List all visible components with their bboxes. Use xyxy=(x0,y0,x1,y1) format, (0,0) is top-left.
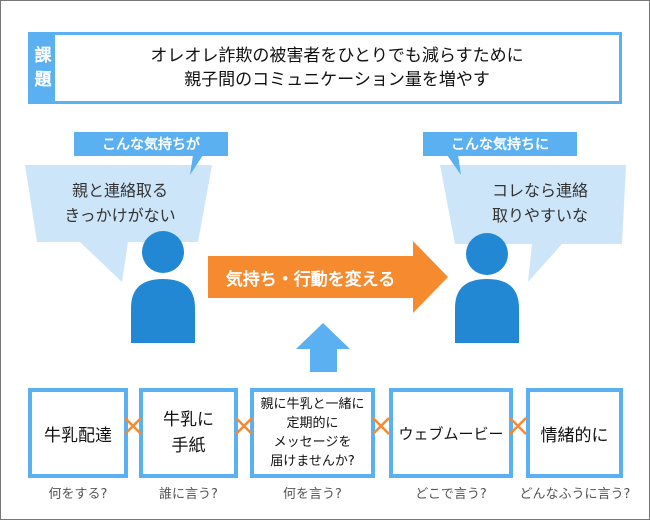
person-icon xyxy=(131,231,195,343)
right-tag-tail xyxy=(447,155,461,175)
multiply-icon xyxy=(124,417,142,435)
step-caption: どんなふうに言う? xyxy=(519,487,631,502)
step-text: 親に牛乳と一緒に 定期的に メッセージを 届けませんか? xyxy=(260,397,365,469)
step-box: 情緒的に xyxy=(526,388,623,478)
before-bubble-line2: きっかけがない xyxy=(64,206,176,225)
after-tag: こんな気持ちに xyxy=(423,132,577,156)
step-box: 牛乳に 手紙 xyxy=(139,388,238,478)
after-bubble-line1: コレなら連絡 xyxy=(491,181,588,200)
step-text: ウェブムービー xyxy=(398,424,504,443)
issue-label: 課 題 xyxy=(31,35,55,101)
before-bubble-text: 親と連絡取る きっかけがない xyxy=(40,178,200,228)
step-box: 牛乳配達 xyxy=(28,388,128,478)
step-box: 親に牛乳と一緒に 定期的に メッセージを 届けませんか? xyxy=(250,388,375,478)
multiply-icon xyxy=(509,417,527,435)
issue-label-char2: 題 xyxy=(34,70,52,90)
step-caption: 何を言う? xyxy=(283,487,342,502)
step-text: 情緒的に xyxy=(540,425,609,446)
multiply-icon xyxy=(372,417,390,435)
left-speech-bubble xyxy=(25,165,212,282)
issue-line2: 親子間のコミュニケーション量を増やす xyxy=(184,70,490,90)
step-text: 牛乳に 手紙 xyxy=(163,410,214,456)
issue-box: 課 題 オレオレ詐欺の被害者をひとりでも減らすために 親子間のコミュニケーション… xyxy=(28,32,622,104)
issue-text: オレオレ詐欺の被害者をひとりでも減らすために 親子間のコミュニケーション量を増や… xyxy=(55,35,619,101)
right-speech-bubble xyxy=(440,165,626,282)
before-bubble-line1: 親と連絡取る xyxy=(71,181,168,200)
transform-arrow xyxy=(208,241,448,313)
transform-arrow-label: 気持ち・行動を変える xyxy=(225,269,396,290)
before-tag: こんな気持ちが xyxy=(74,132,228,156)
multiply-icon xyxy=(235,417,253,435)
step-box: ウェブムービー xyxy=(389,388,513,478)
step-caption: 誰に言う? xyxy=(159,487,218,502)
step-caption: 何をする? xyxy=(48,487,108,502)
issue-line1: オレオレ詐欺の被害者をひとりでも減らすために xyxy=(150,46,524,66)
step-text: 牛乳配達 xyxy=(44,425,112,446)
left-tag-tail xyxy=(190,155,203,175)
issue-label-char1: 課 xyxy=(34,46,52,66)
step-caption: どこで言う? xyxy=(415,487,487,502)
person-icon xyxy=(455,233,519,343)
up-arrow-icon xyxy=(296,323,350,372)
after-bubble-line2: 取りやすいな xyxy=(491,206,588,225)
after-bubble-text: コレなら連絡 取りやすいな xyxy=(460,178,620,228)
